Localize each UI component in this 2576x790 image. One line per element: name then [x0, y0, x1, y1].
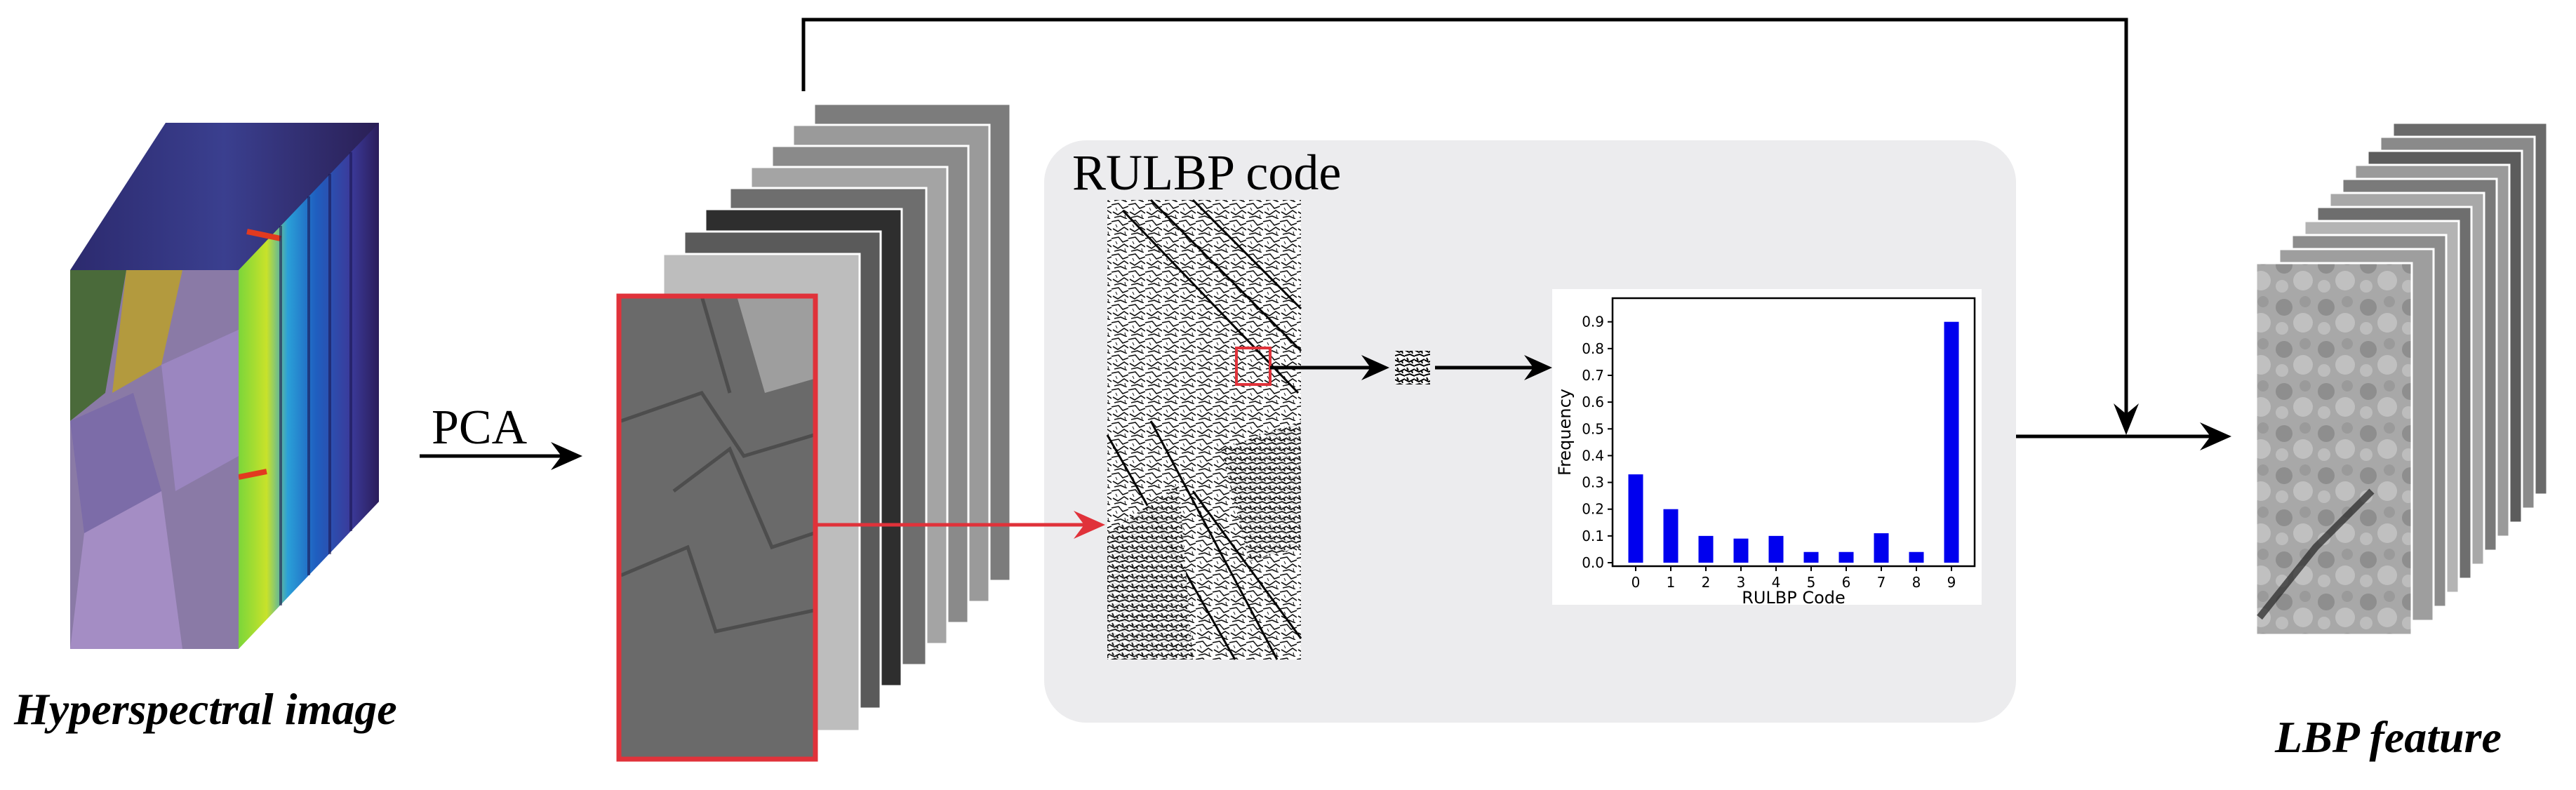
cube-front-field-d [161, 330, 239, 491]
rulbp-code-title: RULBP code [1072, 145, 1341, 201]
histogram-arrow [1435, 355, 1552, 380]
cube-front-field-a [70, 270, 126, 421]
y-tick-label: 0.1 [1582, 528, 1604, 544]
histogram-bar [1768, 535, 1784, 563]
histogram-bar [1628, 474, 1643, 563]
y-tick-label: 0.5 [1582, 420, 1604, 437]
y-tick-label: 0.6 [1582, 394, 1604, 410]
component-to-code-arrow [815, 511, 1105, 539]
x-tick-label: 2 [1702, 574, 1711, 591]
lbp-feature-label: LBP feature [2274, 712, 2502, 762]
histogram-y-axis-label: Frequency [1555, 389, 1575, 476]
x-tick-label: 6 [1842, 574, 1851, 591]
histogram-bar [1944, 321, 1959, 563]
y-tick-label: 0.3 [1582, 474, 1604, 491]
hyperspectral-cube [70, 123, 379, 649]
pca-label: PCA [432, 401, 528, 455]
pca-first-component-highlight [616, 293, 818, 762]
y-tick-label: 0.9 [1582, 314, 1604, 330]
y-tick-label: 0.2 [1582, 501, 1604, 518]
skip-connection-arrowhead [2114, 403, 2139, 435]
x-tick-label: 0 [1631, 574, 1641, 591]
pca-field-light [737, 296, 814, 393]
skip-connection-arrow [801, 18, 2128, 417]
histogram-bar [1838, 551, 1854, 563]
hyperspectral-image-label: Hyperspectral image [13, 684, 397, 734]
pca-first-component-fields [620, 295, 815, 634]
x-tick-label: 8 [1912, 574, 1921, 591]
x-tick-label: 9 [1947, 574, 1956, 591]
histogram-bars [1628, 321, 1959, 563]
lbp-feature-stack [2255, 121, 2549, 636]
rulbp-code-map [1106, 199, 1302, 660]
pca-arrow [420, 442, 582, 470]
histogram-bar [1874, 533, 1889, 563]
rulbp-patch [1395, 351, 1430, 384]
y-tick-label: 0.8 [1582, 340, 1604, 357]
lbp-feature-front [2255, 262, 2413, 636]
cube-front-field-e [70, 491, 182, 649]
output-arrow [2016, 422, 2231, 450]
y-tick-label: 0.4 [1582, 447, 1604, 464]
histogram-plot-frame [1611, 297, 1976, 568]
histogram-bar [1663, 509, 1679, 563]
histogram-bar [1909, 551, 1924, 563]
histogram-bar [1698, 535, 1714, 563]
cube-side-bands [279, 152, 352, 605]
y-tick-label: 0.7 [1582, 367, 1604, 384]
histogram-x-ticks: 0 1 2 3 4 5 6 7 8 9 [1631, 566, 1956, 591]
x-tick-label: 5 [1807, 574, 1816, 591]
histogram-bar [1803, 551, 1819, 563]
histogram-chart: 0.0 0.1 0.2 0.3 0.4 0.5 0.6 0.7 0.8 0.9 0 1 2 3 4 5 6 7 8… [1552, 289, 1982, 608]
histogram-bar [1733, 538, 1749, 563]
x-tick-label: 4 [1772, 574, 1781, 591]
cube-front-field-b [112, 270, 182, 393]
lbp-feature-edge [2257, 488, 2375, 620]
pca-component-stack [616, 102, 1012, 762]
patch-arrow [1270, 355, 1389, 380]
cube-side-streaks [238, 229, 281, 480]
y-tick-label: 0.0 [1582, 554, 1604, 571]
histogram-y-ticks: 0.0 0.1 0.2 0.3 0.4 0.5 0.6 0.7 0.8 0.9 [1582, 314, 1613, 571]
histogram-x-axis-label: RULBP Code [1742, 588, 1846, 608]
x-tick-label: 1 [1667, 574, 1676, 591]
x-tick-label: 7 [1877, 574, 1886, 591]
x-tick-label: 3 [1737, 574, 1746, 591]
cube-front-field-c [70, 393, 161, 533]
